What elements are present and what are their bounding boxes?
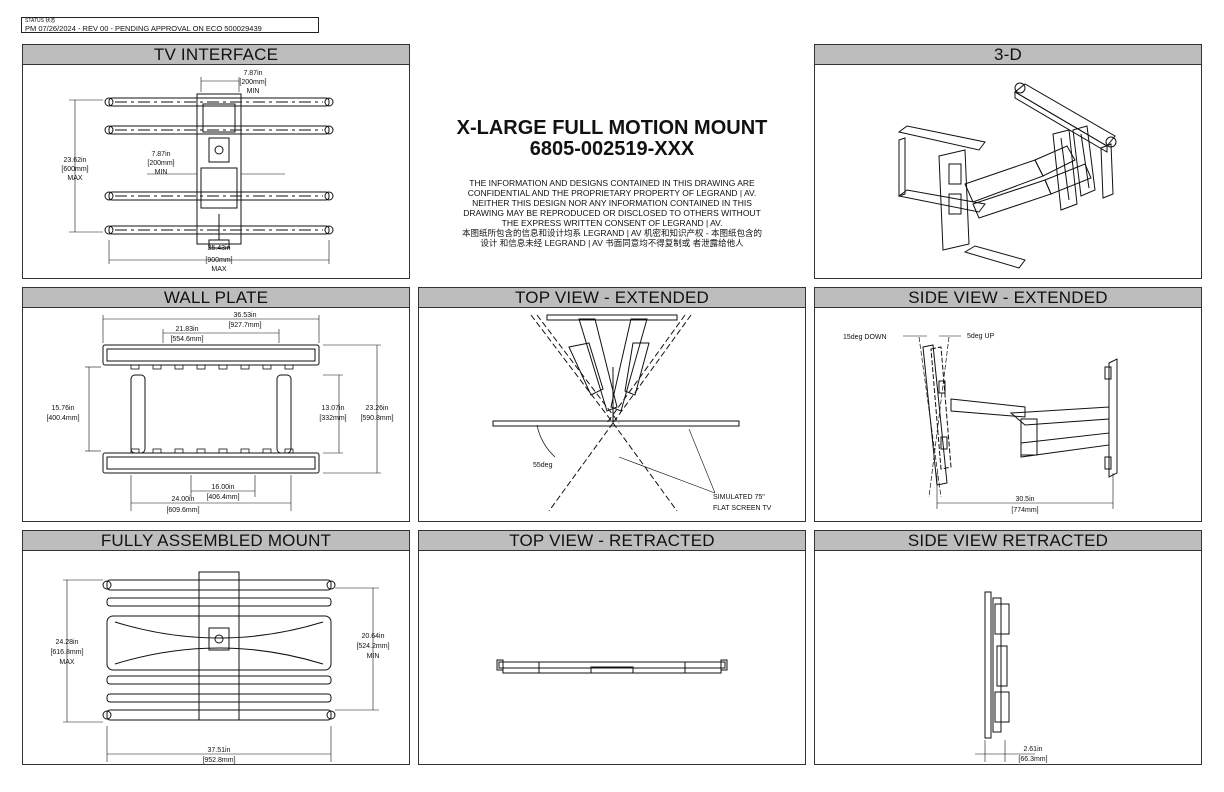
fully-assembled-drawing: 24.28in [616.8mm] MAX 20.64in [524.2mm] … xyxy=(50,571,390,764)
panel-tv-interface: TV INTERFACE xyxy=(22,44,410,279)
dim-mid-width-in: 7.87in xyxy=(151,151,170,158)
dim-height2-in: 20.64in xyxy=(362,633,385,640)
top-extended-drawing: 55deg SIMULATED 75" FLAT SCREEN TV xyxy=(492,314,772,512)
dim-mid-width-note: MIN xyxy=(155,169,168,176)
tilt-up-label: 5deg UP xyxy=(967,333,995,340)
dim-width-in: 37.51in xyxy=(208,747,231,754)
depth-mm: [774mm] xyxy=(1011,507,1038,514)
side-extended-drawing: 15deg DOWN 5deg UP 30.5in [774mm] xyxy=(843,333,1118,514)
tv-note-line-2: FLAT SCREEN TV xyxy=(713,505,772,512)
dim-c-mm: [400.4mm] xyxy=(46,415,79,422)
panel-title: 3-D xyxy=(815,45,1201,65)
tilt-down-label: 15deg DOWN xyxy=(843,334,887,341)
dim-width-mm: [952.8mm] xyxy=(202,757,235,764)
dim-g-mm: [609.6mm] xyxy=(166,507,199,514)
dim-d-in: 13.07in xyxy=(322,405,345,412)
dim-height-note: MAX xyxy=(67,175,83,182)
dim-g-in: 24.00in xyxy=(172,496,195,503)
dim-top-width-note: MIN xyxy=(247,88,260,95)
dim-d-mm: [332mm] xyxy=(319,415,346,422)
dim-e-mm: [590.8mm] xyxy=(360,415,393,422)
drawing-title: X-LARGE FULL MOTION MOUNT 6805-002519-XX… xyxy=(418,118,806,160)
dim-height-mm: [600mm] xyxy=(61,166,88,173)
dimension-lines xyxy=(85,315,381,511)
panel-3d: 3-D xyxy=(814,44,1202,279)
horizontal-rails xyxy=(104,97,334,235)
panel-title: TOP VIEW - RETRACTED xyxy=(419,531,805,551)
panel-side-retracted: SIDE VIEW RETRACTED 2.61in [66.3mm] xyxy=(814,530,1202,765)
dim-height-in: 23.62in xyxy=(64,157,87,164)
tv-interface-drawing: 7.87in [200mm] MIN 7.87in [200mm] MIN 23… xyxy=(61,70,334,273)
notice-english: THE INFORMATION AND DESIGNS CONTAINED IN… xyxy=(463,178,761,228)
dim-width-note: MAX xyxy=(211,266,227,273)
center-bracket xyxy=(196,93,242,249)
status-box: STATUS 状态 PM 07/26/2024 - REV 00 - PENDI… xyxy=(21,17,319,33)
depth-in: 2.61in xyxy=(1023,746,1042,753)
panel-title: SIDE VIEW RETRACTED xyxy=(815,531,1201,551)
dimension-lines xyxy=(69,77,330,264)
dim-width-in: 35.43in xyxy=(208,245,231,252)
depth-in: 30.5in xyxy=(1015,496,1034,503)
dim-f-mm: [406.4mm] xyxy=(206,494,239,501)
dim-height-mm: [616.8mm] xyxy=(50,649,83,656)
panel-title: TOP VIEW - EXTENDED xyxy=(419,288,805,308)
depth-mm: [66.3mm] xyxy=(1018,756,1047,763)
dim-b-mm: [554.6mm] xyxy=(170,336,203,343)
status-value: PM 07/26/2024 - REV 00 - PENDING APPROVA… xyxy=(25,24,262,33)
3d-drawing xyxy=(897,82,1117,269)
panel-top-extended: TOP VIEW - EXTENDED 55deg SIMULATED 75" … xyxy=(418,287,806,522)
dim-top-width-mm: [200mm] xyxy=(239,79,266,86)
panel-title: WALL PLATE xyxy=(23,288,409,308)
dim-width-mm: [900mm] xyxy=(205,257,232,264)
dim-b-in: 21.83in xyxy=(176,326,199,333)
top-retracted-drawing xyxy=(496,659,728,674)
status-label: STATUS 状态 xyxy=(25,18,56,24)
dim-top-width-in: 7.87in xyxy=(243,70,262,77)
panel-title: SIDE VIEW - EXTENDED xyxy=(815,288,1201,308)
title-line-2: 6805-002519-XXX xyxy=(529,138,695,160)
panel-side-extended: SIDE VIEW - EXTENDED 15deg DOWN 5deg UP … xyxy=(814,287,1202,522)
panel-fully-assembled: FULLY ASSEMBLED MOUNT 24.28in [616.8mm] … xyxy=(22,530,410,765)
dim-a-mm: [927.7mm] xyxy=(228,322,261,329)
confidentiality-notice: THE INFORMATION AND DESIGNS CONTAINED IN… xyxy=(458,178,766,248)
dim-a-in: 36.53in xyxy=(234,312,257,319)
title-line-1: X-LARGE FULL MOTION MOUNT xyxy=(456,117,768,139)
dim-c-in: 15.76in xyxy=(52,405,75,412)
dim-mid-width-mm: [200mm] xyxy=(147,160,174,167)
angle-label: 55deg xyxy=(533,462,553,469)
panel-title: FULLY ASSEMBLED MOUNT xyxy=(23,531,409,551)
panel-title: TV INTERFACE xyxy=(23,45,409,65)
dim-f-in: 16.00in xyxy=(212,484,235,491)
notice-chinese: 本图纸所包含的信息和设计均系 LEGRAND | AV 机密和知识产权 - 本图… xyxy=(461,228,763,248)
wall-plate-drawing: 36.53in [927.7mm] 21.83in [554.6mm] 15.7… xyxy=(46,312,393,514)
panel-wall-plate: WALL PLATE xyxy=(22,287,410,522)
dim-height-note: MAX xyxy=(59,659,75,666)
panel-top-retracted: TOP VIEW - RETRACTED xyxy=(418,530,806,765)
dim-height-in: 24.28in xyxy=(56,639,79,646)
tv-note-line-1: SIMULATED 75" xyxy=(713,494,765,501)
dim-height2-note: MIN xyxy=(367,653,380,660)
side-retracted-drawing: 2.61in [66.3mm] xyxy=(975,591,1048,763)
dim-e-in: 23.26in xyxy=(366,405,389,412)
dim-height2-mm: [524.2mm] xyxy=(356,643,389,650)
